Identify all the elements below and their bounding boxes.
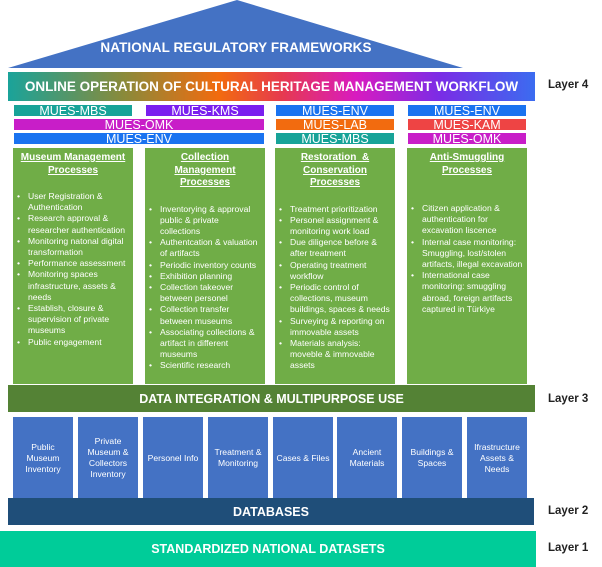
layer-3-label: Layer 3: [548, 393, 589, 405]
standardized-datasets-bar: STANDARDIZED NATIONAL DATASETS: [0, 531, 536, 567]
process-item: Citizen application & authentication for…: [411, 203, 523, 237]
module-tag-mbs: MUES-MBS: [275, 132, 395, 146]
process-item: Internal case monitoring: Smuggling, los…: [411, 237, 523, 271]
process-item: Periodic inventory counts: [149, 260, 261, 271]
process-list: Citizen application & authentication for…: [411, 203, 523, 315]
process-item: Exhibition planning: [149, 271, 261, 282]
process-column-title: Restoration & Conservation Processes: [300, 152, 370, 188]
module-tag-env: MUES-ENV: [13, 132, 265, 146]
workflow-bar: ONLINE OPERATION OF CULTURAL HERITAGE MA…: [8, 72, 535, 101]
national-regulatory-frameworks-title: NATIONAL REGULATORY FRAMEWORKS: [100, 40, 372, 55]
layer-4-label: Layer 4: [548, 79, 589, 91]
module-tag-mbs: MUES-MBS: [13, 104, 133, 118]
database-box: Ancient Materials: [337, 417, 397, 499]
roof-shape: [8, 0, 463, 68]
process-item: User Registration & Authentication: [17, 191, 129, 213]
process-item: Monitoring natonal digital transformatio…: [17, 236, 129, 258]
database-box: Personel Info: [143, 417, 203, 499]
process-list: User Registration & AuthenticationResear…: [17, 191, 129, 348]
process-column-title: Collection Management Processes: [174, 152, 236, 188]
layer-1-label: Layer 1: [548, 542, 589, 554]
process-item: Due diligence before & after treatment: [279, 237, 391, 259]
process-column-title: Anti-Smuggling Processes: [429, 152, 505, 176]
process-item: Research approval & researcher authentic…: [17, 213, 129, 235]
process-column-museum-management: Museum Management Processes User Registr…: [13, 148, 133, 384]
process-column-anti-smuggling: Anti-Smuggling Processes Citizen applica…: [407, 148, 527, 384]
process-list: Inventorying & approval public & private…: [149, 204, 261, 372]
process-item: Surveying & reporting on immovable asset…: [279, 316, 391, 338]
process-item: Authentcation & valuation of artifacts: [149, 237, 261, 259]
process-item: Periodic control of collections, museum …: [279, 282, 391, 316]
data-integration-bar: DATA INTEGRATION & MULTIPURPOSE USE: [8, 385, 535, 412]
databases-bar: DATABASES: [8, 498, 534, 525]
roof-triangle: [8, 0, 463, 68]
process-item: Public engagement: [17, 337, 129, 348]
module-tag-env: MUES-ENV: [407, 104, 527, 118]
process-item: Materials analysis: moveble & immovable …: [279, 338, 391, 372]
database-box: Ifrastructure Assets & Needs: [467, 417, 527, 499]
data-integration-title: DATA INTEGRATION & MULTIPURPOSE USE: [139, 391, 404, 406]
module-tag-lab: MUES-LAB: [275, 118, 395, 132]
process-item: Monitoring spaces infrastructure, assets…: [17, 269, 129, 303]
process-item: Operating treatment workflow: [279, 260, 391, 282]
process-column-restoration-conservation: Restoration & Conservation Processes Tre…: [275, 148, 395, 384]
databases-title: DATABASES: [233, 504, 309, 519]
module-tag-kms: MUES-KMS: [145, 104, 265, 118]
database-box: Private Museum & Collectors Inventory: [78, 417, 138, 499]
process-list: Treatment prioritizationPersonel assignm…: [279, 204, 391, 372]
process-item: Performance assessment: [17, 258, 129, 269]
process-item: Establish, closure & supervision of priv…: [17, 303, 129, 337]
process-item: Inventorying & approval public & private…: [149, 204, 261, 238]
workflow-title: ONLINE OPERATION OF CULTURAL HERITAGE MA…: [24, 79, 519, 94]
module-tag-env: MUES-ENV: [275, 104, 395, 118]
database-box: Buildings & Spaces: [402, 417, 462, 499]
database-box: Treatment & Monitoring: [208, 417, 268, 499]
process-item: Treatment prioritization: [279, 204, 391, 215]
standardized-datasets-title: STANDARDIZED NATIONAL DATASETS: [151, 542, 385, 556]
process-column-title: Museum Management Processes: [20, 152, 126, 176]
process-item: Personel assignment & monitoring work lo…: [279, 215, 391, 237]
process-item: Collection takeover between personel: [149, 282, 261, 304]
layer-2-label: Layer 2: [548, 505, 589, 517]
process-column-collection-management: Collection Management Processes Inventor…: [145, 148, 265, 384]
database-box: Cases & Files: [273, 417, 333, 499]
process-item: Associating collections & artifact in di…: [149, 327, 261, 361]
process-item: Collection transfer between museums: [149, 304, 261, 326]
module-tag-kam: MUES-KAM: [407, 118, 527, 132]
process-item: International case monitoring: smuggling…: [411, 270, 523, 315]
process-item: Scientific research: [149, 360, 261, 371]
module-tag-omk: MUES-OMK: [13, 118, 265, 132]
database-box: Public Museum Inventory: [13, 417, 73, 499]
module-tag-omk: MUES-OMK: [407, 132, 527, 146]
